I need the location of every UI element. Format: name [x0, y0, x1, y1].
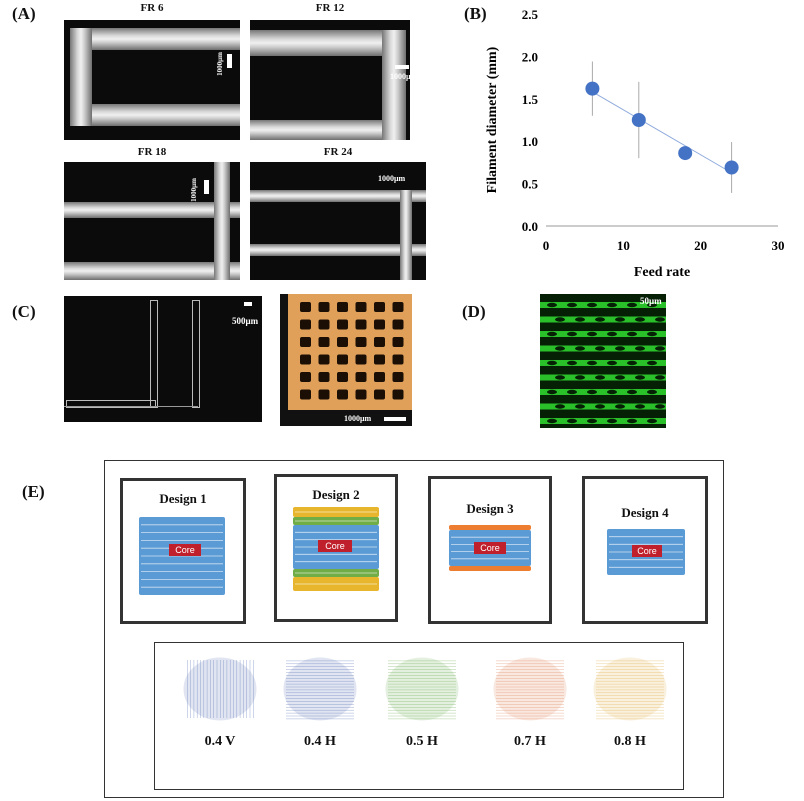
x-tick-label: 0 — [543, 238, 550, 253]
trendline — [592, 91, 732, 174]
design-3-title: Design 3 — [466, 501, 514, 516]
fr6-micrograph: 1000μm — [64, 20, 240, 140]
fr6-scale: 1000μm — [216, 52, 224, 76]
panel-label-d: (D) — [462, 302, 486, 321]
fr24-micrograph: 1000μm — [250, 162, 426, 280]
fr18-micrograph: 1000μm — [64, 162, 240, 280]
sample-circle — [182, 656, 258, 722]
panel-label-c: (C) — [12, 302, 36, 321]
fr18-title: FR 18 — [137, 146, 167, 158]
fr12-micrograph: 1000μm — [250, 20, 410, 140]
design-1-card: Design 1 Core — [120, 478, 246, 624]
design-1-core: Core — [169, 544, 201, 556]
data-point — [724, 160, 739, 175]
x-tick-label: 20 — [694, 238, 707, 253]
sample-label: 0.7 H — [514, 734, 546, 749]
fr24-scale: 1000μm — [378, 174, 406, 183]
data-point — [678, 146, 693, 161]
sample-label: 0.5 H — [406, 734, 438, 749]
design-4-core: Core — [632, 545, 662, 557]
sample-label: 0.4 V — [204, 734, 236, 749]
panel-c-lattice-image: 1000μm — [280, 294, 412, 426]
design-2-core: Core — [318, 540, 352, 552]
panel-label-b: (B) — [464, 4, 487, 23]
fr18-scale: 1000μm — [190, 178, 198, 202]
fr12-title: FR 12 — [315, 2, 345, 14]
panel-c-micrograph-left: 500μm — [64, 296, 262, 422]
x-axis-label: Feed rate — [634, 265, 690, 280]
y-tick-label: 2.5 — [522, 7, 539, 22]
y-tick-label: 2.0 — [522, 49, 538, 64]
fr6-title: FR 6 — [140, 2, 164, 14]
samples-box — [154, 642, 684, 790]
design-3-core: Core — [474, 542, 506, 554]
sample-circle — [384, 656, 460, 722]
x-tick-label: 10 — [617, 238, 630, 253]
design-1-stack — [139, 517, 225, 595]
x-tick-label: 30 — [772, 238, 785, 253]
sample-circle — [592, 656, 668, 722]
sample-label: 0.8 H — [614, 734, 646, 749]
sample-circle — [492, 656, 568, 722]
y-tick-label: 1.0 — [522, 134, 538, 149]
design-2-title: Design 2 — [312, 487, 360, 502]
panel-label-a: (A) — [12, 4, 36, 23]
panel-d-fluorescence-image: 50μm — [540, 294, 666, 428]
fr24-title: FR 24 — [323, 146, 353, 158]
design-2-card: Design 2 Core — [274, 474, 398, 622]
panel-d-scale: 50μm — [640, 296, 662, 306]
y-tick-label: 0.5 — [522, 177, 539, 192]
y-tick-label: 0.0 — [522, 219, 538, 234]
y-tick-label: 1.5 — [522, 92, 539, 107]
panel-c-scale-left: 500μm — [232, 316, 259, 326]
data-point — [631, 113, 646, 127]
sample-label: 0.4 H — [304, 734, 336, 749]
design-3-card: Design 3 Core — [428, 476, 552, 624]
panel-label-e: (E) — [22, 482, 45, 501]
design-2-stack — [293, 507, 379, 591]
panel-e-frame — [104, 460, 724, 798]
sample-circle — [282, 656, 358, 722]
panel-c-scale-right: 1000μm — [344, 414, 372, 423]
data-point — [585, 81, 600, 96]
design-4-title: Design 4 — [621, 505, 669, 520]
design-4-card: Design 4 Core — [582, 476, 708, 624]
design-1-title: Design 1 — [159, 491, 207, 506]
y-axis-label: Filament diameter (mm) — [485, 46, 500, 193]
fr12-scale: 1000μm — [390, 72, 410, 81]
